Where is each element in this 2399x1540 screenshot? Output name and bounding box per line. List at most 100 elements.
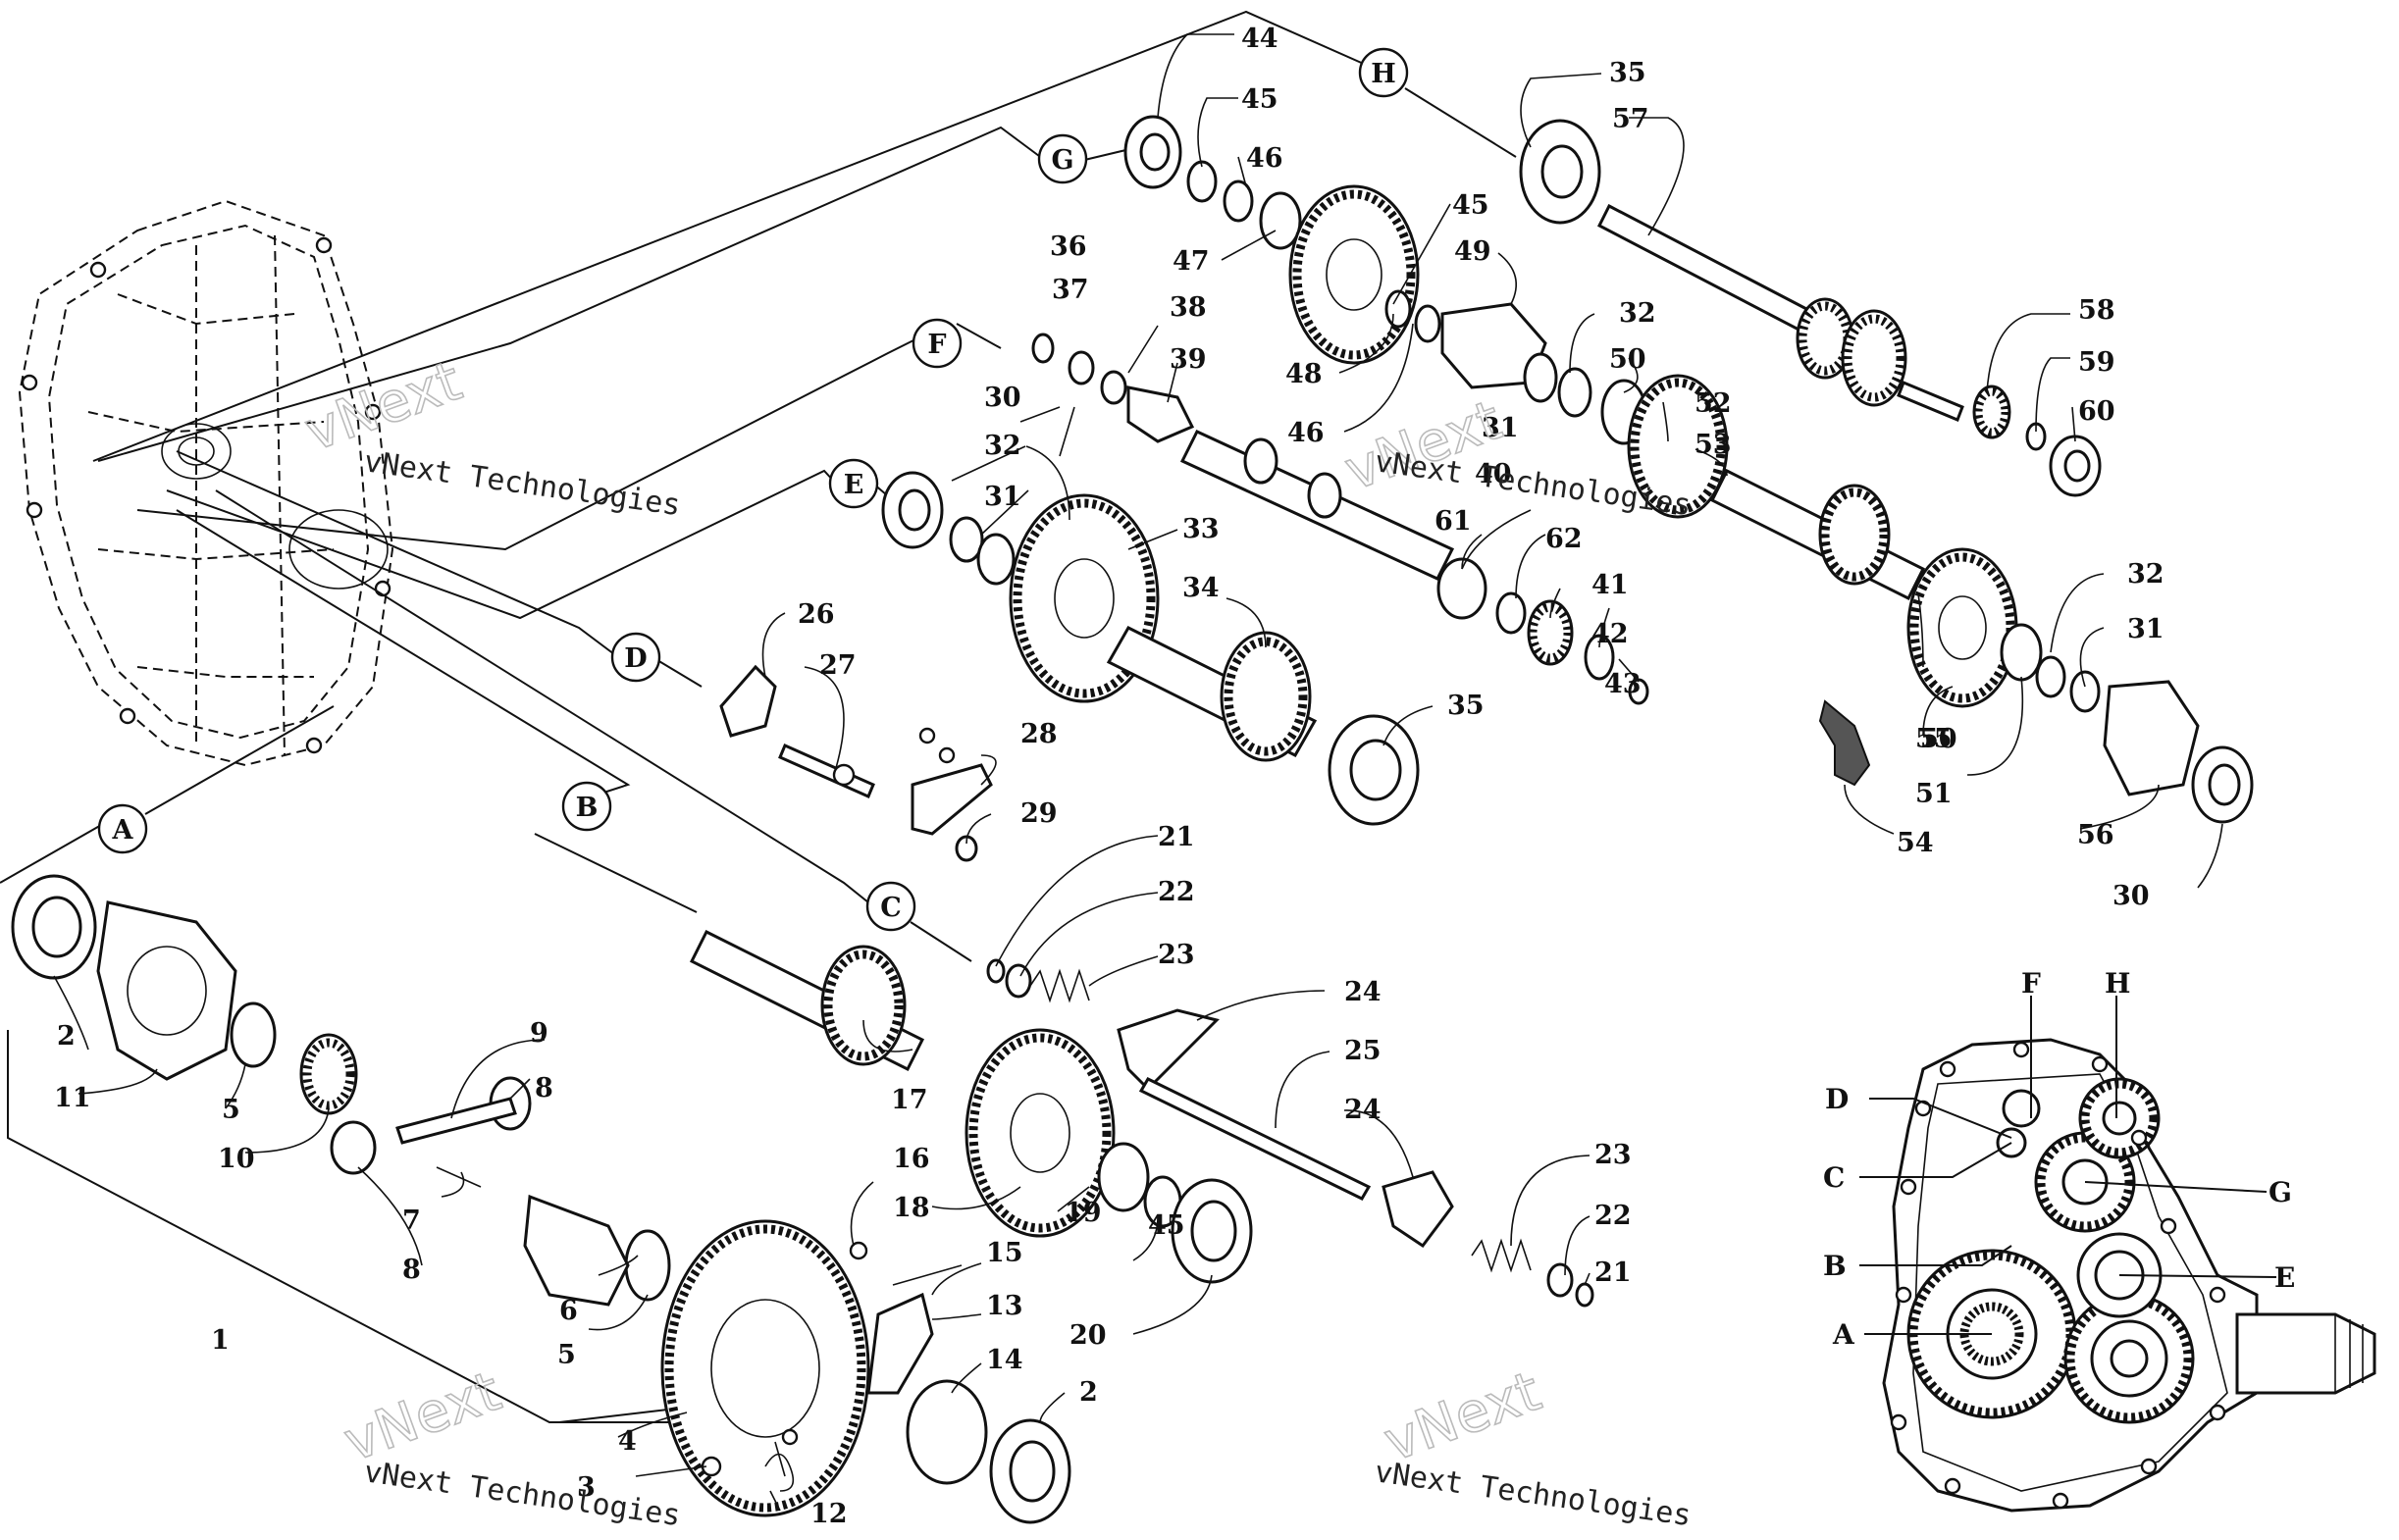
svg-text:12: 12 [810,1499,848,1529]
shaft-h [1519,119,2102,497]
svg-text:47: 47 [1173,246,1210,277]
svg-text:31: 31 [984,482,1021,512]
svg-text:61: 61 [1434,506,1472,537]
svg-text:41: 41 [1591,570,1629,600]
callout-leader-lines [0,10,1517,1423]
callout-a: A [97,803,148,854]
svg-text:vNext Technologies: vNext Technologies [362,444,683,523]
svg-text:39: 39 [1170,344,1207,375]
svg-text:vNext: vNext [337,1360,509,1474]
svg-text:19: 19 [1065,1198,1102,1228]
part-number-leaders [53,33,2223,1512]
callout-b: B [561,781,612,832]
svg-text:A: A [1832,1318,1855,1351]
svg-text:60: 60 [2078,396,2115,427]
svg-text:22: 22 [1158,877,1195,907]
svg-text:35: 35 [1447,691,1485,721]
svg-text:3: 3 [577,1472,596,1503]
svg-text:44: 44 [1241,24,1278,54]
svg-text:52: 52 [1695,388,1732,419]
svg-text:17: 17 [891,1085,928,1115]
svg-text:2: 2 [57,1021,76,1052]
svg-text:G: G [2269,1176,2292,1208]
svg-text:45: 45 [1241,84,1278,115]
svg-text:F: F [2021,967,2041,1000]
svg-text:46: 46 [1287,418,1325,448]
svg-text:32: 32 [984,431,1021,461]
svg-text:D: D [1825,1083,1849,1115]
svg-text:50: 50 [1609,344,1646,375]
countershaft-assembly [689,929,1253,1284]
svg-text:57: 57 [1612,104,1649,134]
svg-text:H: H [1371,59,1396,89]
callout-letter-badges: A B C D E F G H [97,47,1409,932]
svg-text:21: 21 [1594,1258,1632,1288]
svg-text:36: 36 [1050,231,1087,262]
svg-text:32: 32 [1619,298,1656,329]
svg-text:16: 16 [893,1144,930,1174]
svg-text:24: 24 [1344,1095,1382,1125]
svg-text:24: 24 [1344,977,1382,1007]
svg-text:23: 23 [1158,940,1195,970]
svg-text:29: 29 [1020,798,1058,829]
differential-assembly [11,874,1071,1524]
shift-drum-assembly [719,664,993,862]
shaft-f [1031,333,1649,705]
svg-text:22: 22 [1594,1201,1632,1231]
svg-text:15: 15 [986,1238,1023,1268]
svg-text:E: E [2274,1261,2295,1294]
svg-text:F: F [927,330,946,360]
svg-text:32: 32 [2127,559,2164,590]
svg-text:27: 27 [819,650,857,681]
svg-text:4: 4 [618,1426,637,1457]
svg-text:26: 26 [798,599,835,630]
svg-text:8: 8 [535,1073,553,1104]
svg-text:9: 9 [530,1018,548,1049]
svg-text:33: 33 [1182,514,1220,544]
svg-text:6: 6 [559,1296,578,1326]
svg-text:40: 40 [1475,459,1512,489]
svg-text:59: 59 [2078,347,2115,378]
svg-text:20: 20 [1069,1320,1107,1351]
svg-text:45: 45 [1452,190,1489,221]
svg-text:8: 8 [402,1255,421,1285]
svg-text:11: 11 [54,1083,91,1113]
svg-text:5: 5 [557,1340,576,1370]
svg-text:vNext Technologies: vNext Technologies [1373,1455,1694,1533]
svg-text:D: D [624,643,647,674]
inset-letters: A B C D E F G H [1823,967,2295,1351]
svg-text:B: B [576,793,599,823]
svg-text:A: A [112,815,134,846]
svg-text:E: E [844,470,864,500]
svg-text:43: 43 [1604,669,1642,699]
svg-text:37: 37 [1052,275,1089,305]
svg-text:31: 31 [1482,413,1519,443]
svg-text:B: B [1823,1250,1847,1282]
svg-text:14: 14 [986,1345,1023,1375]
svg-text:50: 50 [1920,724,1957,754]
svg-text:58: 58 [2078,295,2115,326]
svg-text:C: C [1823,1161,1845,1194]
svg-text:56: 56 [2077,820,2114,850]
shift-fork-assembly [986,958,1594,1308]
svg-text:vNext: vNext [1377,1360,1549,1474]
svg-text:vNext Technologies: vNext Technologies [362,1455,683,1533]
svg-text:48: 48 [1285,359,1323,389]
svg-text:53: 53 [1695,430,1732,460]
svg-text:10: 10 [218,1144,255,1174]
svg-text:5: 5 [222,1095,240,1125]
svg-text:30: 30 [2112,881,2150,911]
callout-f: F [912,318,963,369]
callout-g: G [1037,133,1088,184]
svg-text:55: 55 [1915,724,1953,754]
callout-h: H [1358,47,1409,98]
svg-text:H: H [2105,967,2130,1000]
svg-text:18: 18 [893,1193,930,1223]
shaft-g [1123,115,2254,824]
svg-text:54: 54 [1897,828,1934,858]
svg-text:21: 21 [1158,822,1195,852]
svg-text:C: C [880,893,902,923]
output-shaft-e [881,471,1420,826]
callout-e: E [828,458,879,509]
